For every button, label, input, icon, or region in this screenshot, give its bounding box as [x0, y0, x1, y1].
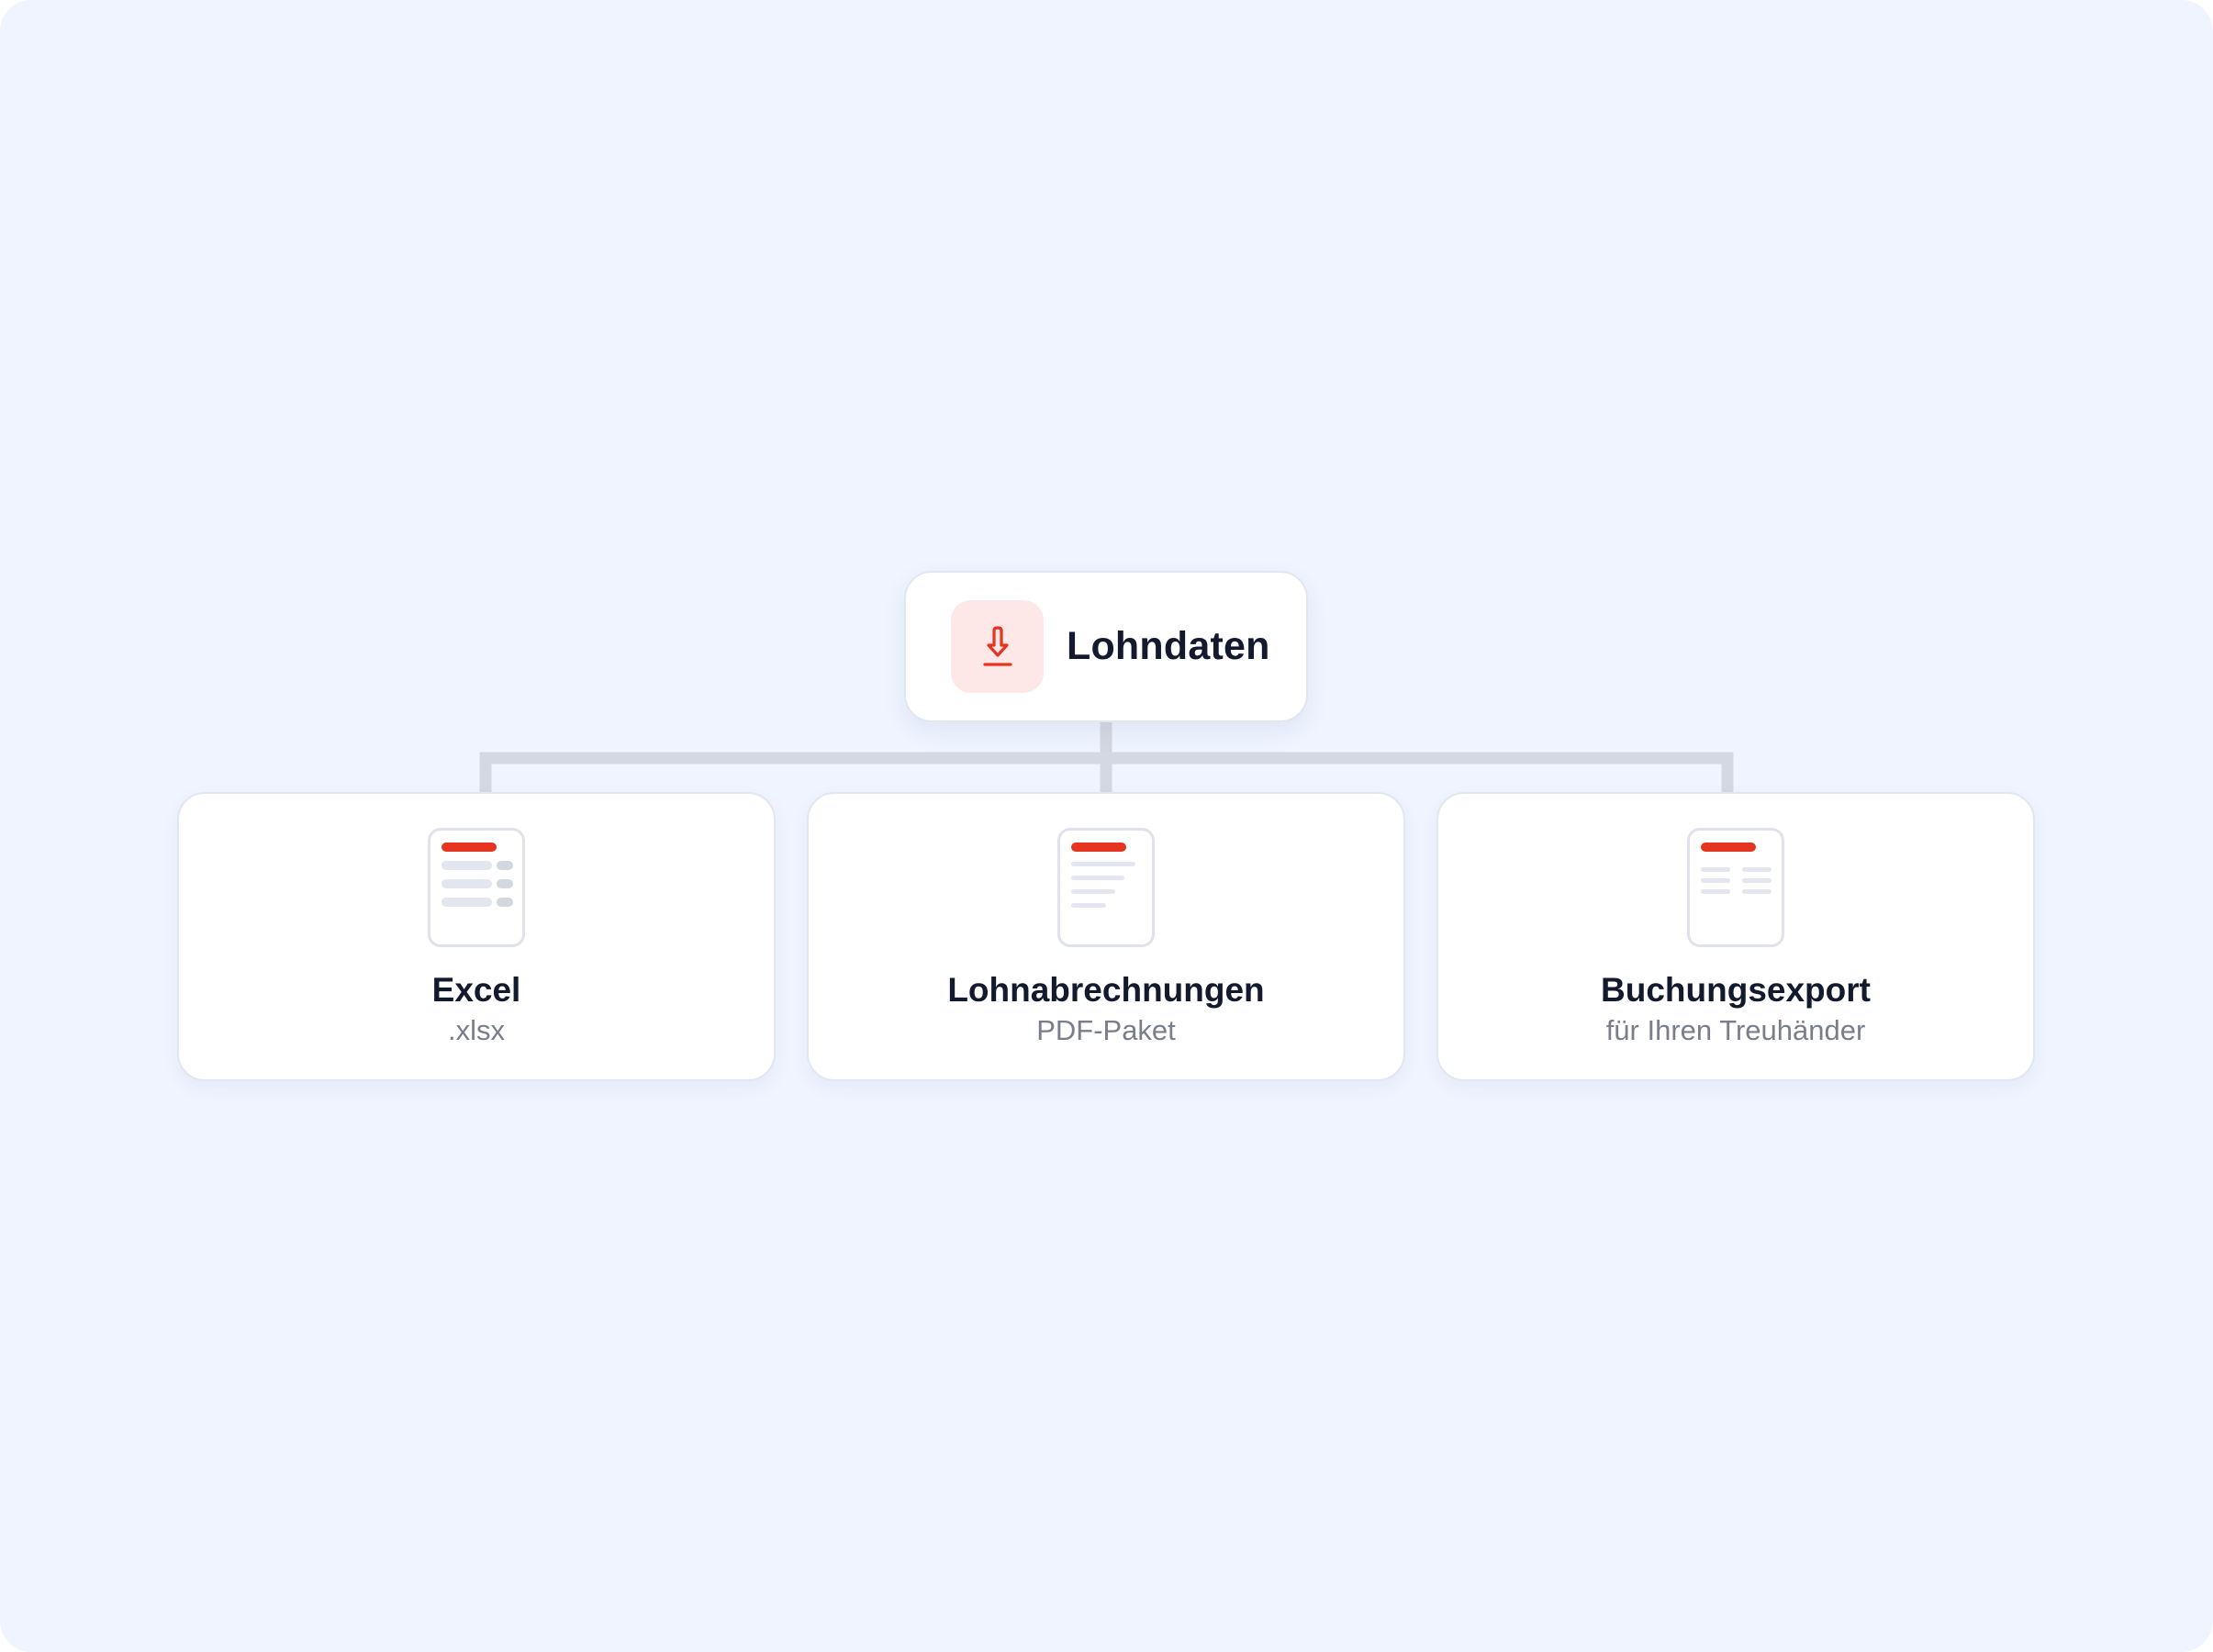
text-document-icon — [1057, 828, 1155, 947]
card-buchungsexport: Buchungsexport für Ihren Treuhänder — [1436, 792, 2035, 1081]
root-title: Lohndaten — [1067, 624, 1270, 668]
download-icon — [951, 600, 1044, 693]
card-subtitle: PDF-Paket — [1036, 1014, 1176, 1046]
card-title: Excel — [431, 971, 521, 1009]
root-node-lohndaten: Lohndaten — [904, 571, 1308, 722]
card-title: Lohnabrechnungen — [947, 971, 1265, 1009]
two-column-document-icon — [1687, 828, 1784, 947]
card-subtitle: .xlsx — [448, 1014, 505, 1046]
card-excel: Excel .xlsx — [177, 792, 776, 1081]
card-lohnabrechnungen: Lohnabrechnungen PDF-Paket — [807, 792, 1405, 1081]
connector-bar — [479, 752, 1734, 795]
card-subtitle: für Ihren Treuhänder — [1605, 1014, 1866, 1046]
card-title: Buchungsexport — [1601, 971, 1871, 1009]
spreadsheet-document-icon — [428, 828, 525, 947]
